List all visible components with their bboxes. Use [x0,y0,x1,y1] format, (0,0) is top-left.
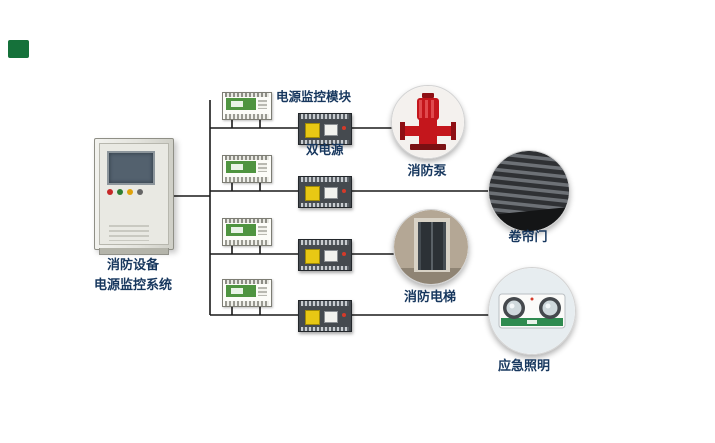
cabinet-base [99,248,169,255]
dual-power-switch [298,300,352,332]
roller-door-photo [488,150,570,232]
cabinet-label-line2: 电源监控系统 [93,277,172,293]
cabinet-screen [107,151,155,185]
power-monitoring-module [222,92,272,120]
roller-door-label: 卷帘门 [508,230,548,245]
fire-elevator-label: 消防电梯 [403,290,456,305]
ats-label: 双电源 [306,142,344,157]
fire-pump-label: 消防泵 [407,164,447,179]
cabinet-label: 消防设备 电源监控系统 [68,256,198,295]
module-label: 电源监控模块 [276,89,352,104]
dual-power-switch [298,176,352,208]
power-monitoring-module [222,218,272,246]
indicator-green [117,189,123,195]
emergency-lighting-label: 应急照明 [497,359,550,374]
emergency-lighting-photo [488,267,576,355]
indicator-yellow [127,189,133,195]
pump-base [410,144,446,150]
dual-power-switch [298,239,352,271]
monitoring-cabinet [94,138,174,250]
power-monitoring-module [222,279,272,307]
power-monitoring-module [222,155,272,183]
cabinet-indicator-lights [107,189,153,195]
fire-elevator-photo [393,209,469,285]
cabinet-label-line1: 消防设备 [106,258,159,273]
dual-power-switch [298,113,352,145]
indicator-gray [137,189,143,195]
cabinet-vents [109,225,149,241]
fire-pump-photo [391,85,465,159]
brand-logo [8,40,29,58]
indicator-red [107,189,113,195]
